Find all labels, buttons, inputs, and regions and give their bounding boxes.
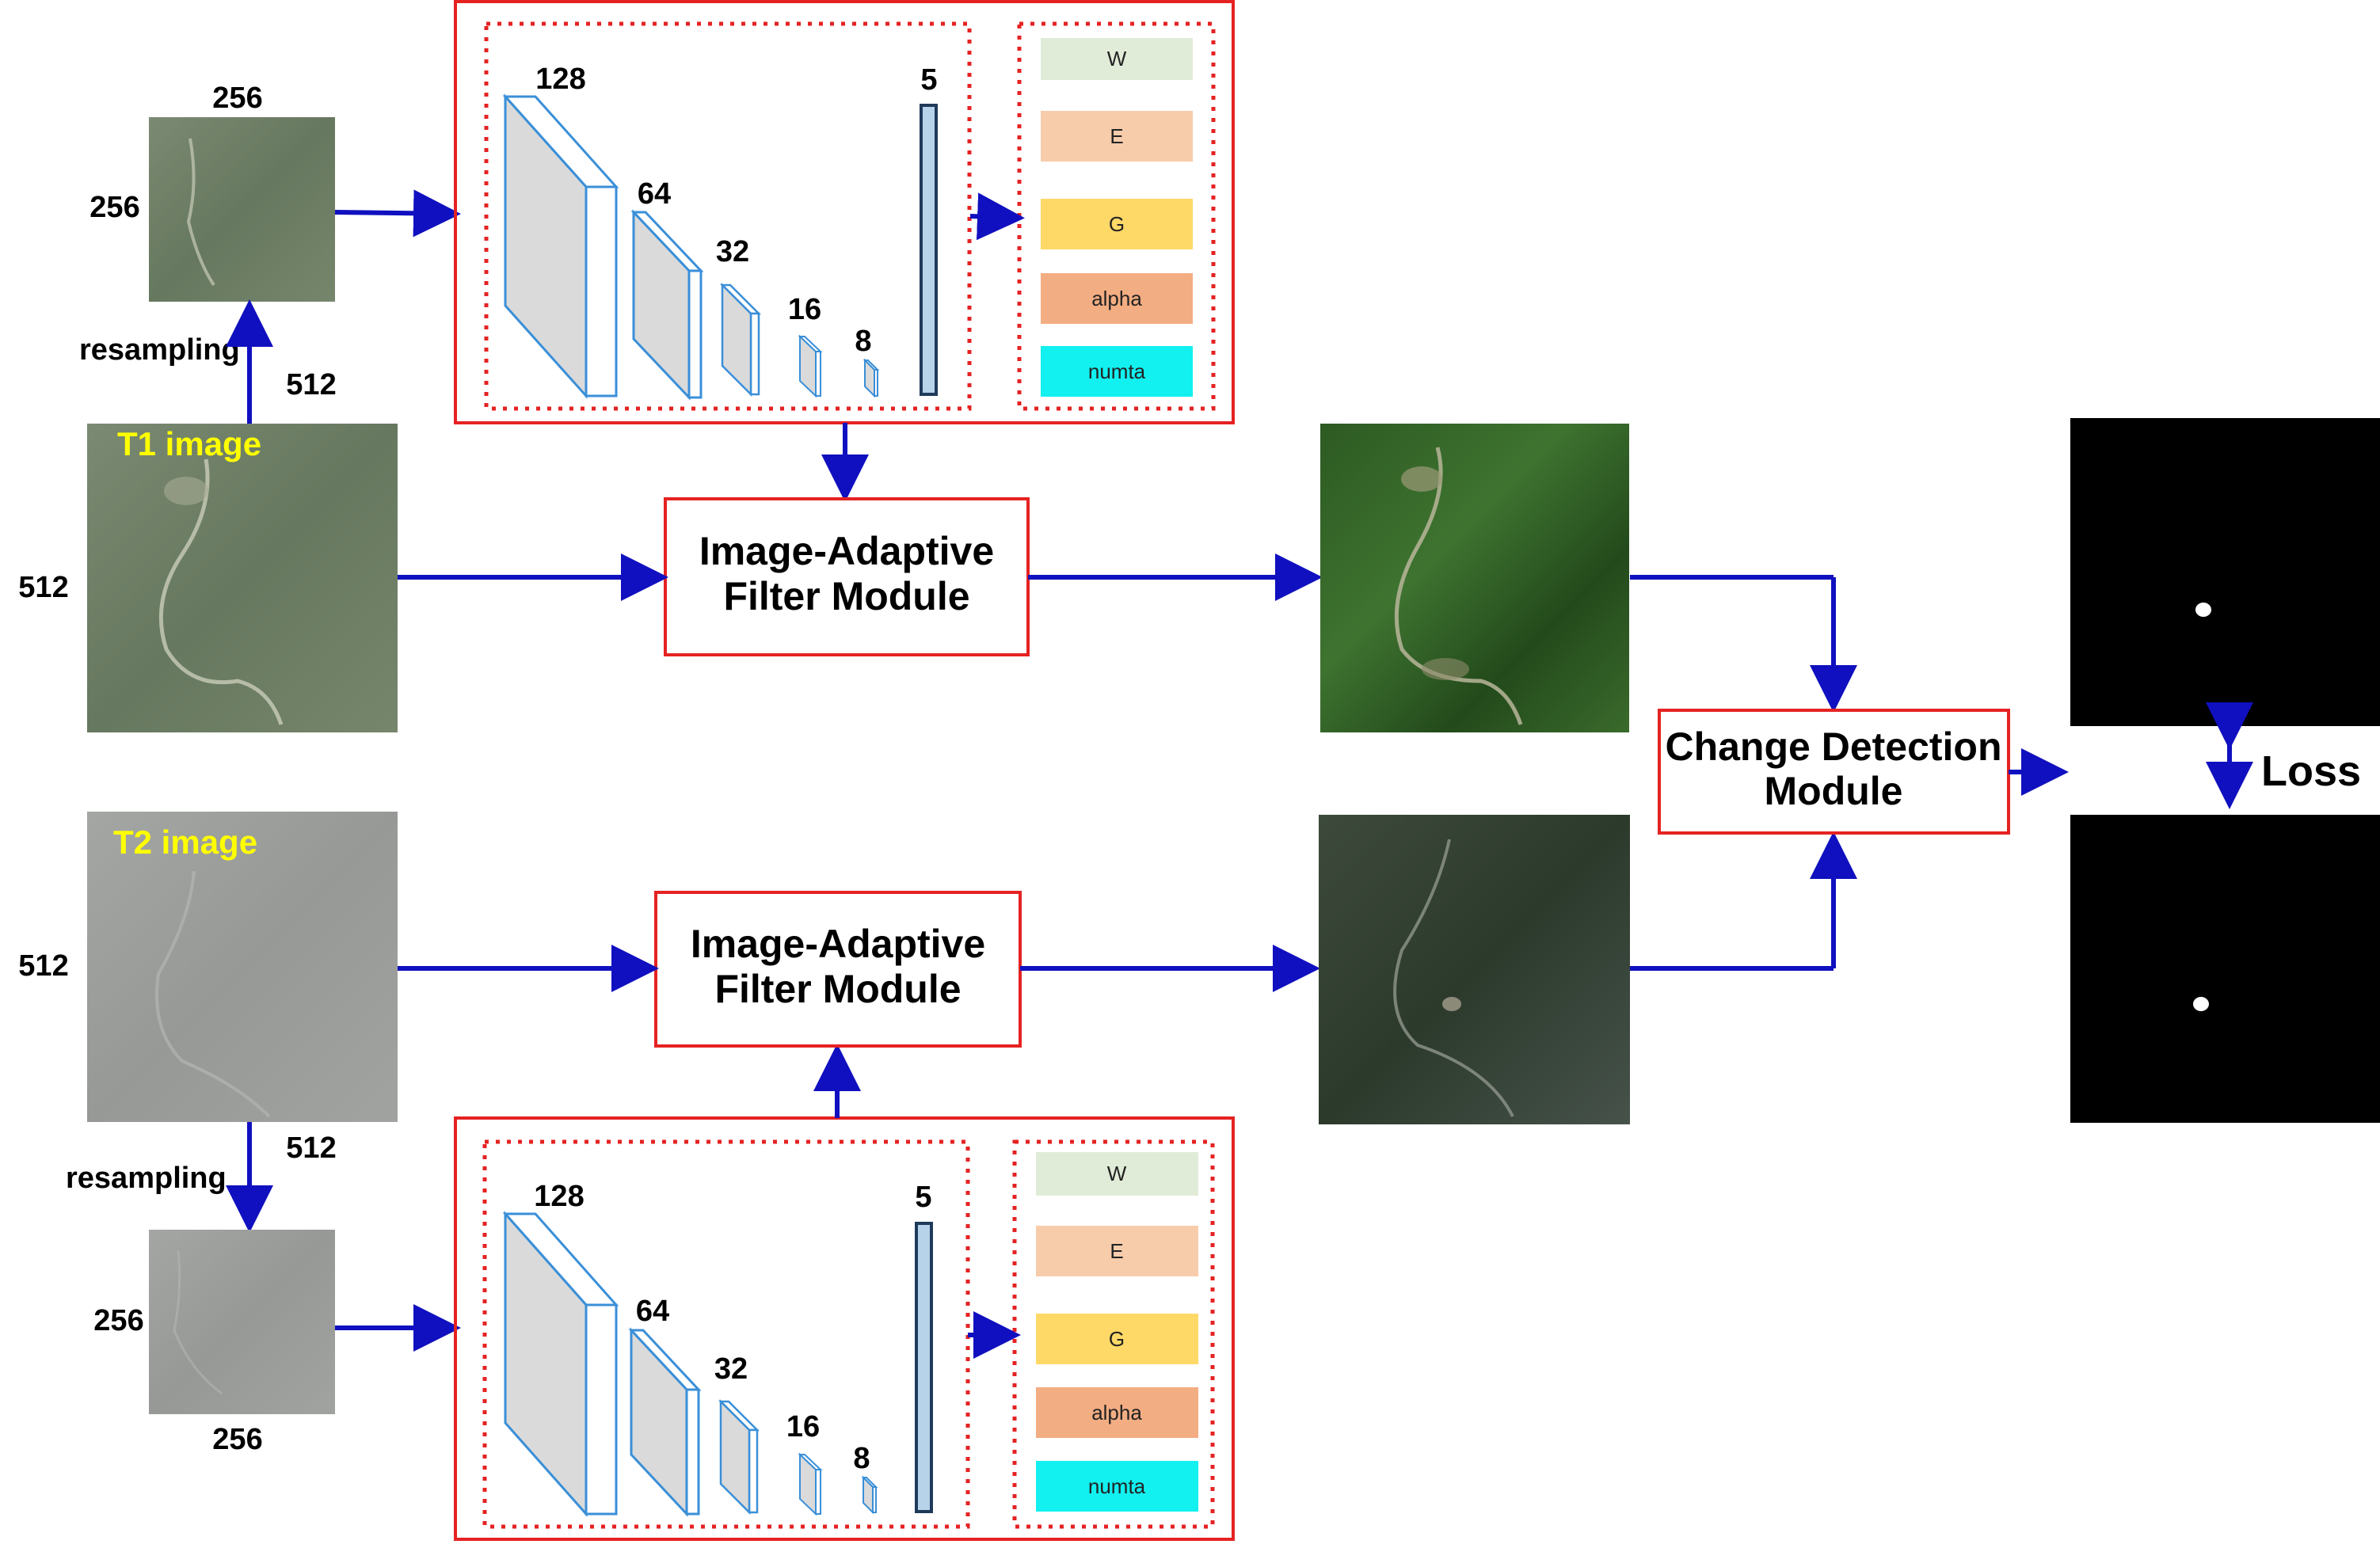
svg-text:E: E — [1110, 1239, 1123, 1263]
predicted-change-mask — [2070, 418, 2380, 726]
t2-output-vector — [915, 1222, 933, 1513]
t2-cnn-container — [454, 1116, 1235, 1541]
t2-layer-128 — [502, 1211, 619, 1517]
t2-param-alpha: alpha — [1036, 1387, 1198, 1438]
t2-filter-line2: Filter Module — [714, 967, 961, 1011]
cd-line1: Change Detection — [1665, 725, 2001, 769]
t2-resampled-image — [149, 1230, 335, 1414]
t1-filter-module: Image-Adaptive Filter Module — [664, 497, 1030, 656]
t1-layer-label-128: 128 — [535, 63, 585, 96]
t2-layer-label-128: 128 — [534, 1180, 584, 1213]
t1-param-E: E — [1041, 111, 1193, 162]
t1-height-label: 512 — [18, 571, 68, 604]
t1-vector-to-params-arrow — [969, 192, 1025, 241]
t1-layer-8 — [863, 358, 880, 398]
svg-text:G: G — [1109, 1327, 1125, 1351]
t1-cnn-layers-box — [484, 21, 972, 411]
t1-enhanced-image — [1320, 424, 1629, 732]
t1-layer-64 — [630, 209, 704, 401]
svg-text:G: G — [1109, 212, 1125, 236]
t1-layer-128 — [502, 93, 619, 399]
t1-layer-16 — [798, 334, 823, 398]
t2-param-numta: numta — [1036, 1461, 1198, 1512]
t1-filter-line1: Image-Adaptive — [699, 529, 994, 573]
t1-layer-label-64: 64 — [638, 177, 671, 211]
t2-enhanced-image — [1319, 815, 1630, 1124]
t2-filter-line1: Image-Adaptive — [691, 922, 985, 966]
t1-param-alpha: alpha — [1041, 273, 1193, 324]
t2-output-dim-label: 5 — [915, 1181, 931, 1214]
loss-label: Loss — [2261, 747, 2361, 795]
t1-small-width-label: 256 — [212, 82, 262, 115]
t2-width-label: 512 — [286, 1132, 336, 1165]
t1-output-vector — [920, 104, 938, 396]
t1-filter-line2: Filter Module — [723, 574, 969, 618]
ground-truth-mask — [2070, 815, 2380, 1123]
t1-layer-32 — [719, 282, 762, 397]
svg-text:W: W — [1107, 47, 1127, 70]
svg-text:alpha: alpha — [1091, 1401, 1142, 1424]
t2-layer-64 — [628, 1327, 702, 1517]
t2-param-E: E — [1036, 1226, 1198, 1276]
t1-layer-label-16: 16 — [788, 293, 821, 326]
t2-image-title: T2 image — [113, 823, 257, 861]
t2-image — [87, 812, 398, 1122]
t2-resampling-label: resampling — [66, 1162, 227, 1195]
t2-layer-label-8: 8 — [853, 1442, 870, 1475]
t2-height-label: 512 — [18, 949, 68, 983]
t1-image — [87, 424, 398, 732]
t1-resampling-label: resampling — [79, 333, 240, 367]
t1-param-W: W — [1041, 38, 1193, 80]
svg-text:W: W — [1107, 1162, 1127, 1185]
t1-layer-label-8: 8 — [855, 325, 871, 358]
svg-text:numta: numta — [1088, 359, 1146, 383]
t2-filter-module: Image-Adaptive Filter Module — [654, 891, 1022, 1048]
t1-param-numta: numta — [1041, 346, 1193, 397]
t2-layer-32 — [718, 1398, 760, 1516]
t2-param-W: W — [1036, 1152, 1198, 1196]
t1-resampled-image — [149, 117, 335, 302]
svg-text:E: E — [1110, 124, 1123, 148]
t2-layer-16 — [798, 1452, 823, 1516]
t1-output-dim-label: 5 — [920, 63, 937, 97]
t1-param-G: G — [1041, 199, 1193, 249]
t1-image-title: T1 image — [117, 425, 261, 462]
change-detection-module: Change Detection Module — [1658, 709, 2010, 835]
svg-text:numta: numta — [1088, 1474, 1146, 1498]
t2-params-box — [1012, 1139, 1215, 1529]
t1-layer-label-32: 32 — [716, 235, 749, 268]
t2-small-height-label: 256 — [93, 1304, 143, 1337]
t2-layer-label-32: 32 — [714, 1352, 748, 1386]
t2-layer-8 — [861, 1475, 878, 1515]
t1-small-height-label: 256 — [89, 191, 139, 224]
t2-param-G: G — [1036, 1314, 1198, 1364]
t2-layer-label-16: 16 — [786, 1410, 820, 1443]
t2-layer-label-64: 64 — [636, 1295, 669, 1328]
t1-width-label: 512 — [286, 368, 336, 401]
t2-small-width-label: 256 — [212, 1423, 262, 1456]
svg-text:alpha: alpha — [1091, 287, 1142, 310]
t1-to-cnn-arrow — [334, 189, 461, 238]
t2-cnn-layers-box — [482, 1139, 970, 1529]
cd-line2: Module — [1765, 769, 1903, 813]
